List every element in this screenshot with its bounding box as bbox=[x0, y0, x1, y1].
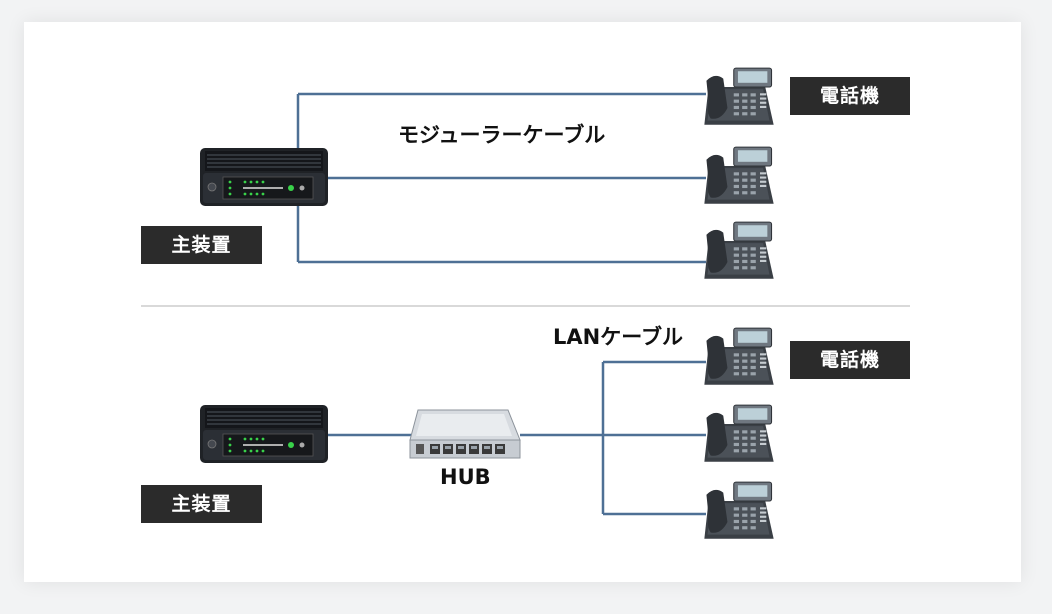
bottom-pbx-label: 主装置 bbox=[141, 485, 262, 523]
bottom-desk-phone-1-icon bbox=[702, 326, 776, 389]
hub-label: HUB bbox=[440, 465, 491, 489]
top-desk-phone-3-icon bbox=[702, 220, 776, 283]
network-hub-icon bbox=[408, 406, 523, 461]
top-desk-phone-1-icon bbox=[702, 66, 776, 129]
top-phone-label: 電話機 bbox=[790, 77, 910, 115]
top-desk-phone-2-icon bbox=[702, 145, 776, 208]
lan-cable-label: LANケーブル bbox=[553, 325, 683, 349]
bottom-desk-phone-2-icon bbox=[702, 403, 776, 466]
top-pbx-unit-icon bbox=[199, 147, 329, 207]
bottom-pbx-unit-icon bbox=[199, 404, 329, 464]
modular-cable-label: モジューラーケーブル bbox=[398, 123, 606, 147]
top-pbx-label: 主装置 bbox=[141, 226, 262, 264]
bottom-phone-label: 電話機 bbox=[790, 341, 910, 379]
section-divider bbox=[141, 305, 910, 307]
bottom-desk-phone-3-icon bbox=[702, 480, 776, 543]
